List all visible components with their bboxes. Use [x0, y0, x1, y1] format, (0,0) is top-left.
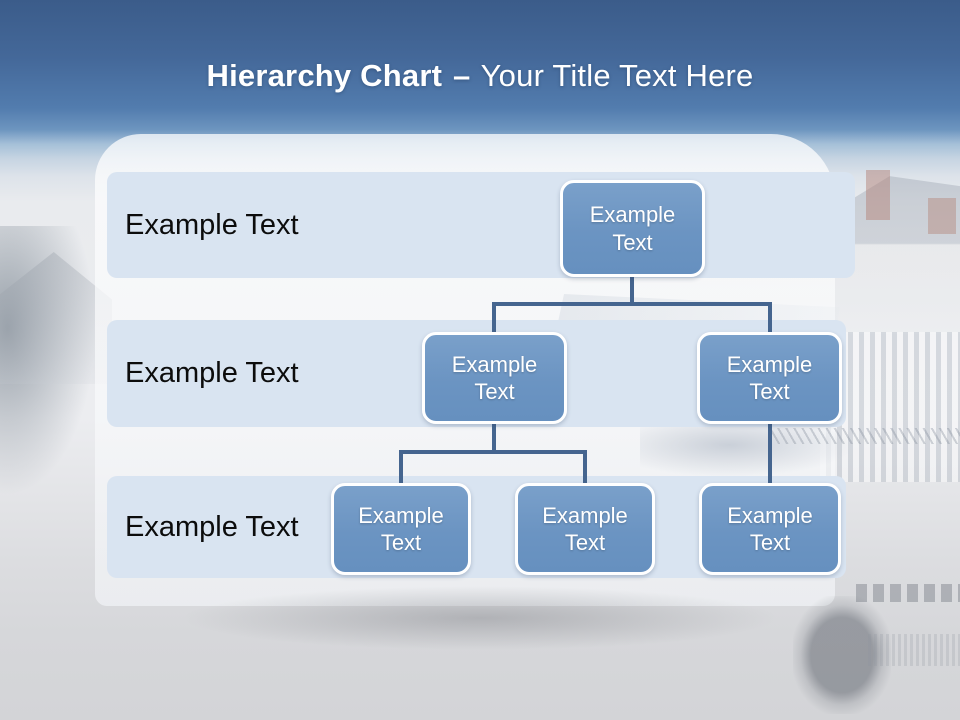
node-label: Example Text: [727, 502, 813, 556]
level-band-1: Example Text: [107, 172, 855, 278]
bg-grille-shape: [856, 584, 960, 602]
node-grandchild-3[interactable]: Example Text: [699, 483, 841, 575]
bg-tree-shape: [0, 226, 96, 496]
bg-wheel-shape: [793, 596, 891, 714]
slide-title[interactable]: Hierarchy Chart – Your Title Text Here: [0, 54, 960, 98]
node-label: Example Text: [542, 502, 628, 556]
node-label: Example Text: [726, 351, 813, 405]
bg-chimney-shape: [928, 198, 956, 234]
title-light-text: Your Title Text Here: [480, 58, 754, 93]
bg-vent-hatch-shape: [770, 428, 960, 444]
bg-van-shadow-shape: [180, 586, 780, 650]
title-bold-text: Hierarchy Chart: [206, 58, 443, 93]
bg-bumper-mesh-shape: [868, 634, 960, 666]
level-label-3[interactable]: Example Text: [125, 510, 299, 543]
node-label: Example Text: [589, 202, 676, 255]
level-label-2[interactable]: Example Text: [125, 357, 299, 389]
node-grandchild-1[interactable]: Example Text: [331, 483, 471, 575]
level-label-1[interactable]: Example Text: [125, 208, 299, 241]
node-child-2[interactable]: Example Text: [697, 332, 842, 424]
node-grandchild-2[interactable]: Example Text: [515, 483, 655, 575]
node-label: Example Text: [358, 502, 444, 556]
node-label: Example Text: [451, 351, 538, 405]
node-child-1[interactable]: Example Text: [422, 332, 567, 424]
node-root[interactable]: Example Text: [560, 180, 705, 277]
bg-chimney-shape: [866, 170, 890, 220]
title-dash: –: [452, 58, 471, 93]
